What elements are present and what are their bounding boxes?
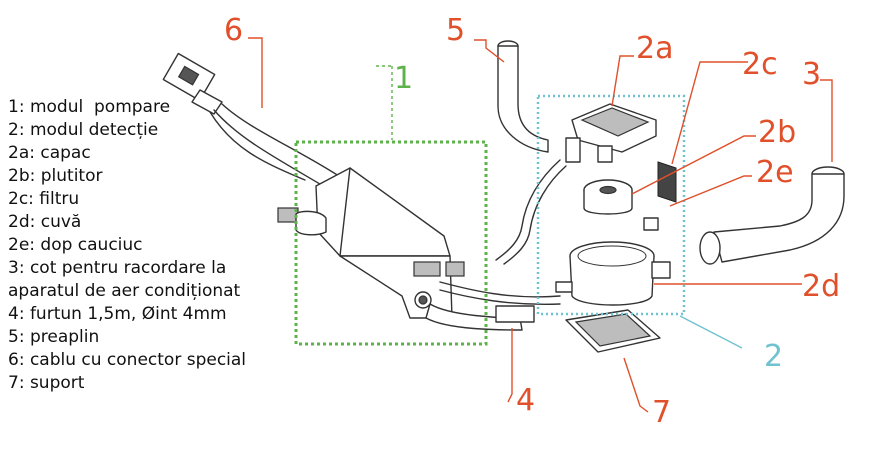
legend-item: 1: modul pompare [8, 97, 171, 117]
callout-labels: 6 1 5 2a 2c 3 2b 2e 2d 2 4 7 [224, 13, 840, 430]
leader-lines [248, 37, 833, 413]
cable-with-connector [162, 52, 346, 191]
callout-2e: 2e [756, 155, 794, 190]
callout-2c: 2c [742, 47, 778, 82]
legend-item: 2a: capac [8, 143, 91, 163]
callout-7: 7 [652, 395, 671, 430]
callout-2a: 2a [636, 31, 673, 66]
callout-4: 4 [516, 383, 535, 418]
legend-item: 7: suport [8, 373, 85, 393]
callout-2d: 2d [802, 269, 840, 304]
pump-module-frame [294, 140, 488, 346]
pump-module [277, 167, 465, 319]
callout-2: 2 [764, 339, 783, 374]
legend-item: 2c: filtru [8, 189, 80, 209]
callout-1: 1 [394, 61, 413, 96]
parts-legend: 1: modul pompare 2: modul detecție 2a: c… [8, 96, 246, 395]
legend-item: 2e: dop cauciuc [8, 235, 143, 255]
callout-6: 6 [224, 13, 243, 48]
callout-5: 5 [446, 13, 465, 48]
callout-2b: 2b [758, 115, 796, 150]
overflow-tube [497, 40, 549, 153]
hose [425, 159, 567, 331]
legend-item: 3: cot pentru racordare la [8, 258, 227, 278]
legend-item: 2: modul detecție [8, 120, 159, 140]
detection-module [555, 103, 677, 353]
callout-3: 3 [802, 57, 821, 92]
legend-item: 6: cablu cu conector special [8, 350, 247, 370]
legend-item: 4: furtun 1,5m, Øint 4mm [8, 304, 227, 324]
legend-item: 5: preaplin [8, 327, 100, 347]
legend-item: 2b: plutitor [8, 166, 103, 186]
legend-item: 2d: cuvă [8, 212, 82, 232]
legend-item: aparatul de aer condiționat [8, 281, 241, 301]
elbow-connector [699, 166, 845, 265]
detection-module-frame [536, 94, 686, 316]
